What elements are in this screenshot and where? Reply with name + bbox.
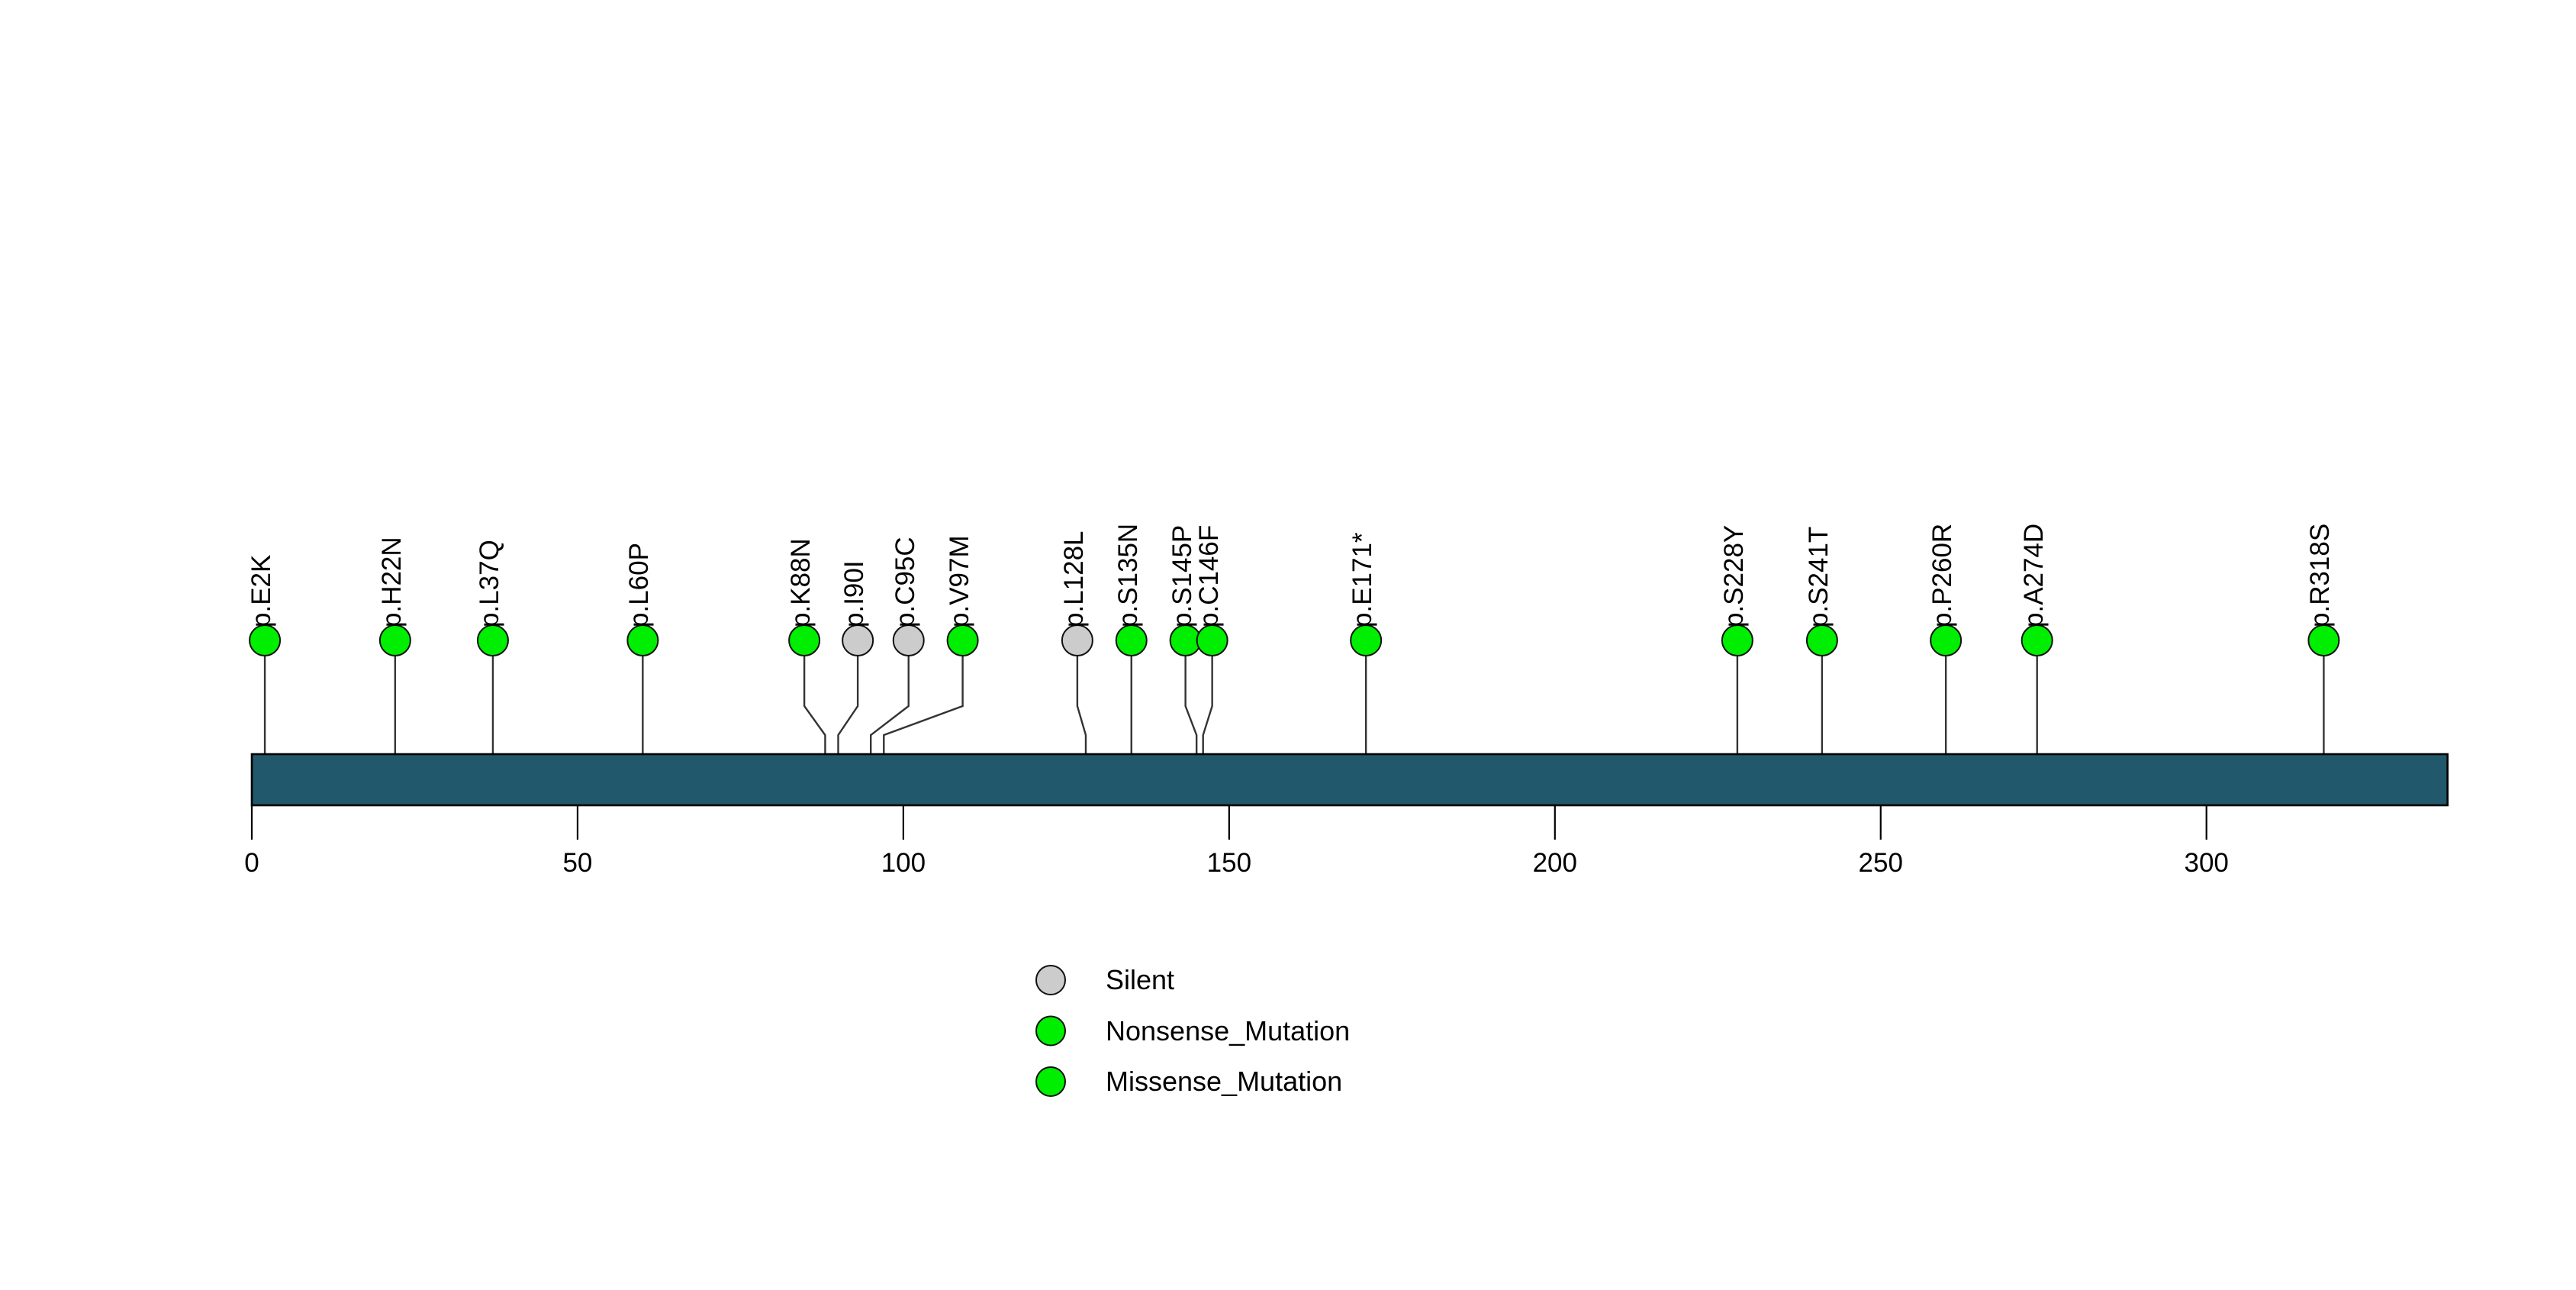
lollipop-head[interactable] (1930, 624, 1963, 656)
axis-tick-label: 50 (562, 848, 593, 878)
axis-tick-label: 250 (1858, 848, 1903, 878)
mutation-label: p.H22N (376, 537, 407, 627)
axis-tick-label: 300 (2184, 848, 2229, 878)
lollipop-head[interactable] (249, 624, 282, 656)
lollipop-head[interactable] (2307, 624, 2340, 656)
mutation-label: p.S145P (1167, 524, 1197, 627)
lollipop-head[interactable] (378, 624, 411, 656)
legend-swatch[interactable] (1035, 965, 1066, 995)
legend-swatch[interactable] (1035, 1015, 1066, 1047)
mutation-label: p.E171* (1348, 532, 1378, 627)
mutation-label: p.R318S (2305, 523, 2336, 627)
protein-backbone-bar (250, 753, 2449, 807)
legend-label: Silent (1106, 964, 1175, 995)
lollipop-head[interactable] (476, 624, 509, 656)
mutation-label: p.P260R (1927, 523, 1958, 627)
lollipop-head[interactable] (946, 624, 979, 656)
mutation-label: p.S228Y (1718, 524, 1749, 627)
mutation-label: p.K88N (786, 538, 816, 627)
lollipop-head[interactable] (626, 624, 659, 656)
legend-label: Nonsense_Mutation (1106, 1014, 1351, 1047)
axis-tick-label: 100 (881, 848, 926, 878)
mutation-label: p.I90I (839, 560, 870, 627)
mutation-label: p.L37Q (474, 540, 504, 627)
axis-tick-label: 0 (244, 848, 259, 878)
lollipop-head[interactable] (788, 624, 821, 656)
legend-swatch[interactable] (1035, 1066, 1066, 1097)
mutation-label: p.C95C (890, 537, 920, 627)
mutation-label: p.C146F (1193, 524, 1224, 627)
axis-tick-label: 200 (1532, 848, 1577, 878)
lollipop-head[interactable] (842, 624, 874, 656)
lollipop-head[interactable] (1115, 624, 1148, 656)
mutation-label: p.E2K (246, 554, 277, 627)
lollipop-head[interactable] (892, 624, 925, 656)
lollipop-head[interactable] (2021, 624, 2053, 656)
mutation-label: p.S241T (1803, 526, 1834, 627)
lollipop-head[interactable] (1721, 624, 1753, 656)
mutation-label: p.L60P (624, 543, 655, 627)
axis-tick-label: 150 (1206, 848, 1252, 878)
lollipop-head[interactable] (1061, 624, 1093, 656)
mutation-label: p.L128L (1058, 531, 1089, 627)
lollipop-head[interactable] (1196, 624, 1228, 656)
mutation-label: p.S135N (1113, 523, 1143, 627)
lollipop-head[interactable] (1805, 624, 1838, 656)
lollipop-head[interactable] (1350, 624, 1383, 656)
lollipop-head[interactable] (1169, 624, 1202, 656)
mutation-label: p.V97M (944, 535, 974, 627)
legend-label: Missense_Mutation (1106, 1066, 1343, 1097)
mutation-label: p.A274D (2018, 523, 2049, 627)
